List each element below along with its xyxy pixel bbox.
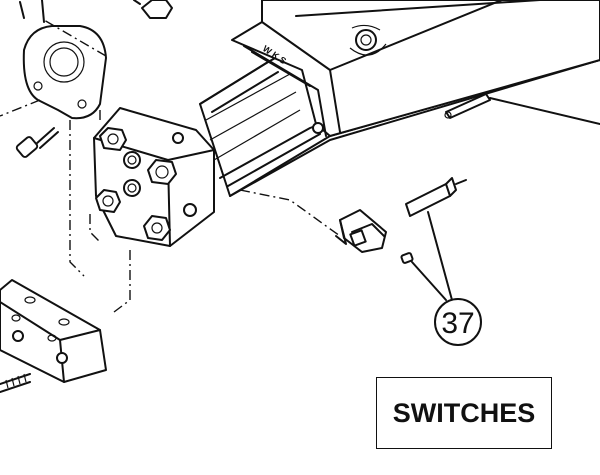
assembly-centerlines [0, 19, 341, 313]
hex-nut [99, 127, 127, 151]
callout-leaders [411, 211, 453, 301]
switches-label-box: SWITCHES [376, 377, 552, 449]
hex-nut [143, 215, 171, 241]
lower-bracket [0, 279, 107, 383]
hex-nut [147, 159, 177, 185]
cap-screw [15, 127, 59, 158]
callout-number: 37 [441, 307, 474, 340]
proximity-switch [405, 177, 467, 217]
set-screw [400, 252, 414, 264]
head-block: W K S [133, 0, 600, 137]
end-cap-block [93, 107, 215, 247]
roll-pin [444, 93, 600, 125]
mounting-bracket [19, 0, 107, 120]
hex-nut [95, 189, 121, 213]
switch-bracket [335, 209, 387, 253]
threaded-rod [0, 373, 31, 393]
callout-37: 37 [434, 298, 482, 346]
switches-label: SWITCHES [392, 397, 536, 428]
